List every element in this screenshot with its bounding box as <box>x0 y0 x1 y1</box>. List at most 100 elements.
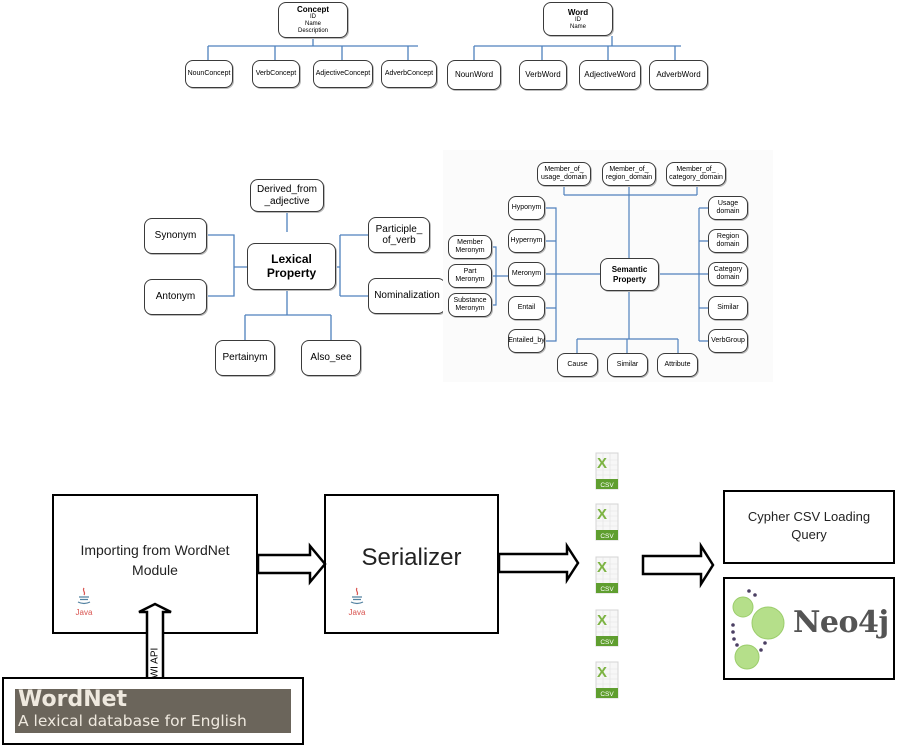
node-label: Substance <box>453 296 487 304</box>
neo4j-graph-icon <box>731 589 785 670</box>
lexical-derived-node[interactable]: Derived_from _adjective <box>250 179 324 212</box>
cypher-label: Cypher CSV Loading Query <box>725 508 893 544</box>
word-child-node[interactable]: VerbWord <box>519 60 567 90</box>
lexical-center-line: Lexical <box>271 251 312 266</box>
word-child-node[interactable]: AdverbWord <box>649 60 708 90</box>
node-label: Participle_ <box>375 223 423 235</box>
semantic-meronym-node[interactable]: Part Meronym <box>448 264 492 288</box>
semantic-property-node[interactable]: Semantic Property <box>600 258 659 291</box>
csv-file-icon[interactable]: X CSV <box>595 556 619 594</box>
lexical-center-line: Property <box>266 265 317 280</box>
semantic-meronym-node[interactable]: Member Meronym <box>448 235 492 259</box>
java-logo: Java <box>345 586 369 617</box>
lexical-also-see-node[interactable]: Also_see <box>301 340 361 376</box>
semantic-bottom-node[interactable]: Attribute <box>657 353 698 377</box>
csv-to-cypher-arrow <box>641 541 715 589</box>
node-label: domain <box>716 274 740 281</box>
serializer-to-csv-arrow <box>497 541 580 585</box>
node-label: Part <box>463 267 477 275</box>
csv-label: CSV <box>600 586 614 593</box>
word-child-node[interactable]: NounWord <box>447 60 501 90</box>
node-label: Category <box>713 265 743 273</box>
concept-root-node[interactable]: Concept ID Name Description <box>278 2 348 38</box>
lexical-property-node[interactable]: Lexical Property <box>247 243 336 290</box>
wordnet-logo: WordNet A lexical database for English <box>15 689 291 733</box>
csv-x-letter: X <box>597 559 607 576</box>
csv-x-letter: X <box>597 612 607 629</box>
node-label: Meronym <box>455 305 485 312</box>
importer-label: Importing from WordNet Module <box>54 540 256 580</box>
semantic-left-node[interactable]: Entail <box>508 296 545 320</box>
lexical-antonym-node[interactable]: Antonym <box>144 279 207 315</box>
csv-label: CSV <box>600 482 614 489</box>
lexical-pertainym-node[interactable]: Pertainym <box>215 340 275 376</box>
wordnet-source-box[interactable]: WordNet A lexical database for English <box>2 677 304 745</box>
lexical-synonym-node[interactable]: Synonym <box>144 218 207 254</box>
serializer-label: Serializer <box>361 544 462 571</box>
importer-to-serializer-arrow <box>256 542 327 586</box>
concept-field: ID <box>310 14 316 21</box>
csv-label: CSV <box>600 691 614 698</box>
cypher-label-line: Query <box>791 527 827 542</box>
word-root-title: Word <box>567 7 589 17</box>
node-label: Meronym <box>455 276 485 283</box>
cypher-label-line: Cypher CSV Loading <box>747 509 871 524</box>
semantic-top-node[interactable]: Member_of_ usage_domain <box>537 162 591 186</box>
node-label: Derived_from <box>256 184 318 195</box>
semantic-right-node[interactable]: Category domain <box>708 262 748 286</box>
spreadsheet-icon: X CSV <box>595 661 619 699</box>
node-label: Region <box>716 232 740 240</box>
serializer-box[interactable]: Serializer Java <box>324 494 499 634</box>
semantic-right-node[interactable]: Similar <box>708 296 748 320</box>
semantic-right-node[interactable]: VerbGroup <box>708 329 748 353</box>
importer-label-line: Importing from WordNet <box>80 542 230 558</box>
semantic-left-node[interactable]: Meronym <box>508 262 545 286</box>
concept-child-node[interactable]: NounConcept <box>185 60 233 88</box>
node-label: usage_domain <box>541 174 587 181</box>
node-label: Semantic <box>611 265 648 275</box>
node-label: category_domain <box>669 174 723 181</box>
java-logo: Java <box>72 586 96 617</box>
csv-file-icon[interactable]: X CSV <box>595 661 619 699</box>
semantic-bottom-node[interactable]: Similar <box>607 353 648 377</box>
spreadsheet-icon: X CSV <box>595 556 619 594</box>
java-cup-icon <box>350 587 364 605</box>
semantic-top-node[interactable]: Member_of_ region_domain <box>602 162 656 186</box>
semantic-bottom-node[interactable]: Cause <box>557 353 598 377</box>
node-label: of_verb <box>382 235 416 246</box>
csv-x-letter: X <box>597 506 607 523</box>
node-label: region_domain <box>605 174 653 181</box>
semantic-left-node[interactable]: Entailed_by <box>508 329 545 353</box>
neo4j-box[interactable]: Neo4j <box>723 577 895 680</box>
wordnet-logo-subtitle: A lexical database for English <box>18 712 247 730</box>
semantic-top-node[interactable]: Member_of_ category_domain <box>666 162 726 186</box>
node-label: Member <box>457 238 483 246</box>
word-root-node[interactable]: Word ID Name <box>543 2 613 36</box>
java-label: Java <box>348 608 366 617</box>
concept-child-node[interactable]: VerbConcept <box>252 60 300 88</box>
importer-label-line: Module <box>132 562 178 578</box>
concept-child-node[interactable]: AdjectiveConcept <box>313 60 373 88</box>
word-child-node[interactable]: AdjectiveWord <box>579 60 641 90</box>
cypher-query-box[interactable]: Cypher CSV Loading Query <box>723 490 895 564</box>
node-label: domain <box>716 208 740 215</box>
semantic-left-node[interactable]: Hyponym <box>508 196 545 220</box>
semantic-meronym-node[interactable]: Substance Meronym <box>448 293 492 317</box>
node-label: Usage <box>717 199 739 207</box>
neo4j-wordmark: Neo4j <box>793 605 889 640</box>
semantic-right-node[interactable]: Region domain <box>708 229 748 253</box>
semantic-left-node[interactable]: Hypernym <box>508 229 545 253</box>
node-label: _adjective <box>264 195 310 207</box>
lexical-nominalization-node[interactable]: Nominalization <box>368 278 446 314</box>
lexical-participle-node[interactable]: Participle_ of_verb <box>368 217 430 253</box>
semantic-right-node[interactable]: Usage domain <box>708 196 748 220</box>
node-label: Property <box>613 274 646 284</box>
csv-x-letter: X <box>597 664 607 681</box>
concept-child-node[interactable]: AdverbConcept <box>381 60 437 88</box>
node-label: Member_of_ <box>676 165 716 173</box>
